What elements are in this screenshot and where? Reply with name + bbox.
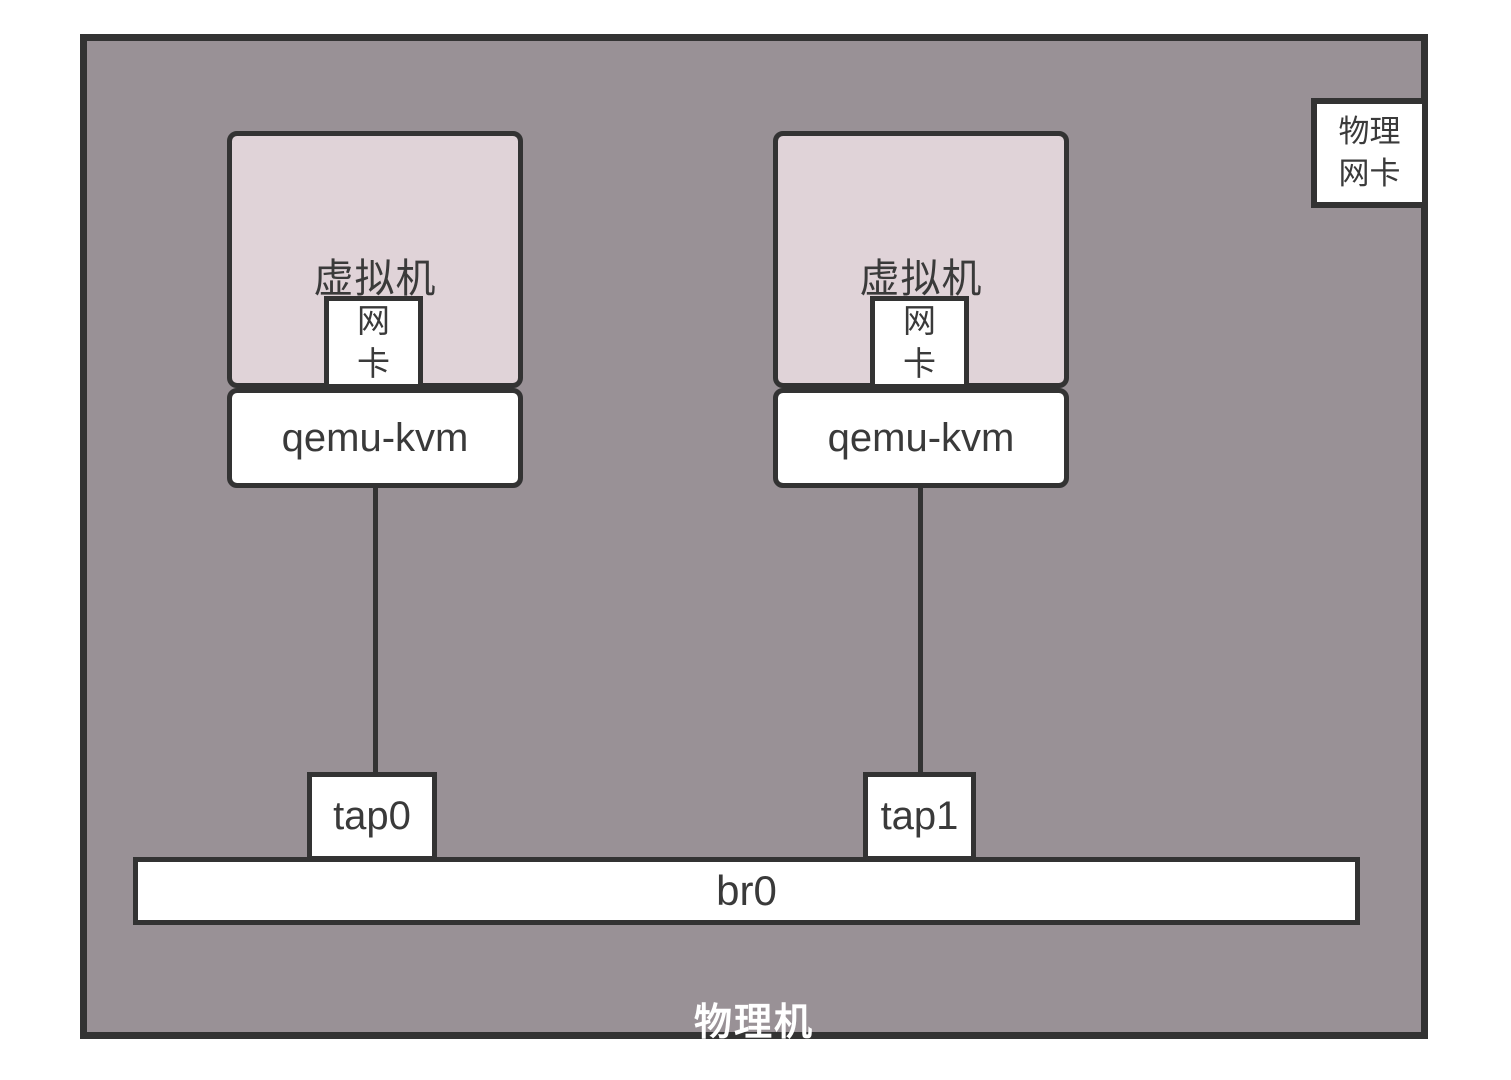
tap0-box: tap0 <box>307 772 437 861</box>
physical-host-label: 物理机 <box>693 1002 814 1044</box>
tap1-box: tap1 <box>863 772 976 861</box>
vm2-qemu-kvm-box: qemu-kvm <box>773 388 1069 488</box>
vm2-nic-box: 网 卡 <box>870 296 969 389</box>
vm1-label: 虚拟机 <box>313 257 437 301</box>
physical-nic-box: 物理 网卡 <box>1311 98 1428 208</box>
vm2-tap-connector-line <box>918 485 923 775</box>
vm2-label: 虚拟机 <box>859 257 983 301</box>
vm1-nic-box: 网 卡 <box>324 296 423 389</box>
vm1-qemu-kvm-box: qemu-kvm <box>227 388 523 488</box>
vm1-tap-connector-line <box>373 485 378 775</box>
bridge-br0-box: br0 <box>133 857 1360 925</box>
